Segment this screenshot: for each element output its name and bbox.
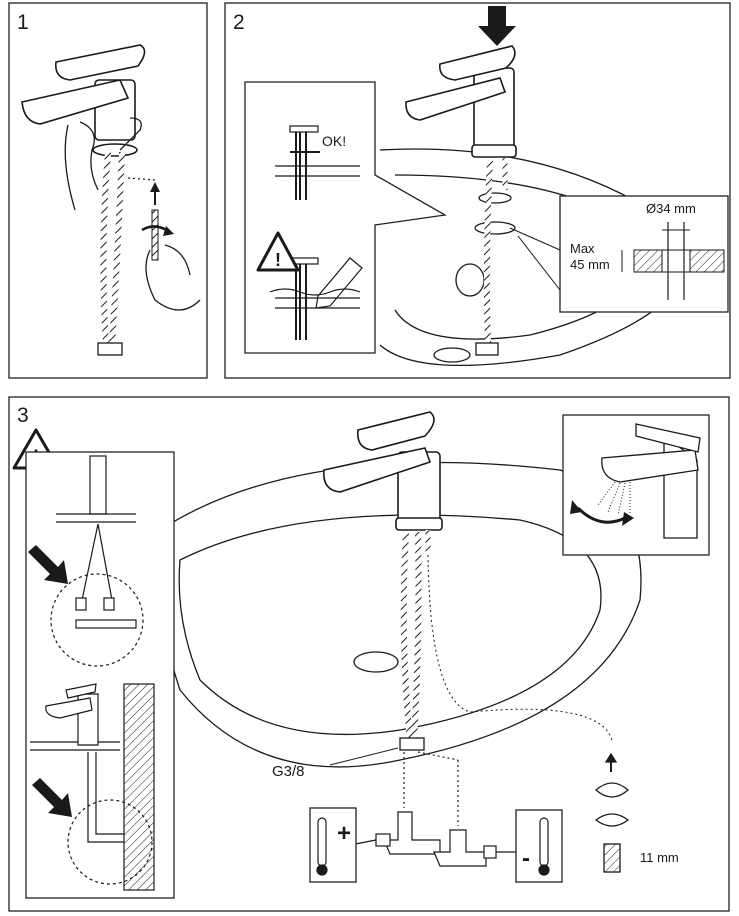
cold-thermometer-box: - (515, 809, 563, 883)
hot-sign: + (337, 820, 351, 847)
thermometer-icon (316, 817, 328, 876)
diameter-label: Ø34 mm (646, 201, 696, 216)
water-spray-icon (597, 481, 631, 516)
thermometer-icon (538, 817, 550, 876)
flexible-hoses-3 (399, 530, 613, 751)
arrow-icon (28, 545, 68, 584)
max-label: Max (570, 241, 595, 256)
panel-step-1: 1 (8, 2, 208, 379)
faucet-illustration-1 (21, 44, 146, 157)
panel-step-3: 3 ! G3/8 (8, 396, 730, 912)
hand-illustration (64, 117, 201, 311)
flexible-hoses-2 (474, 158, 516, 356)
shutoff-valves (344, 751, 520, 867)
cold-sign: - (522, 845, 530, 872)
flexible-hoses-1 (97, 151, 125, 356)
arrow-icon (32, 778, 72, 817)
thread-size-label: G3/8 (272, 763, 305, 780)
svg-text:!: ! (275, 250, 281, 270)
rotate-arrow-icon (163, 226, 174, 236)
hot-thermometer-box: + (309, 807, 357, 883)
thickness-label: 45 mm (570, 257, 610, 272)
fixing-nut-assembly: 11 mm (594, 752, 679, 873)
step-3-number: 3 (17, 404, 29, 427)
push-down-arrow-icon (478, 6, 516, 46)
hole-detail-box: OK! ! (244, 81, 447, 354)
warning-icon: ! (256, 231, 300, 272)
step-2-number: 2 (233, 11, 245, 34)
ok-label: OK! (322, 133, 346, 149)
measurement-detail-box: Ø34 mm Max 45 mm (509, 195, 729, 313)
faucet-illustration-2 (405, 45, 517, 158)
nut-size-label: 11 mm (640, 850, 679, 865)
spray-detail-box (562, 414, 710, 556)
rotate-arrow-icon (570, 500, 582, 514)
step-1-number: 1 (17, 11, 29, 34)
faucet-illustration-3 (323, 411, 443, 531)
connection-warning-column (25, 451, 175, 899)
panel-step-2: 2 (224, 2, 731, 379)
threaded-rod-1 (127, 177, 174, 261)
